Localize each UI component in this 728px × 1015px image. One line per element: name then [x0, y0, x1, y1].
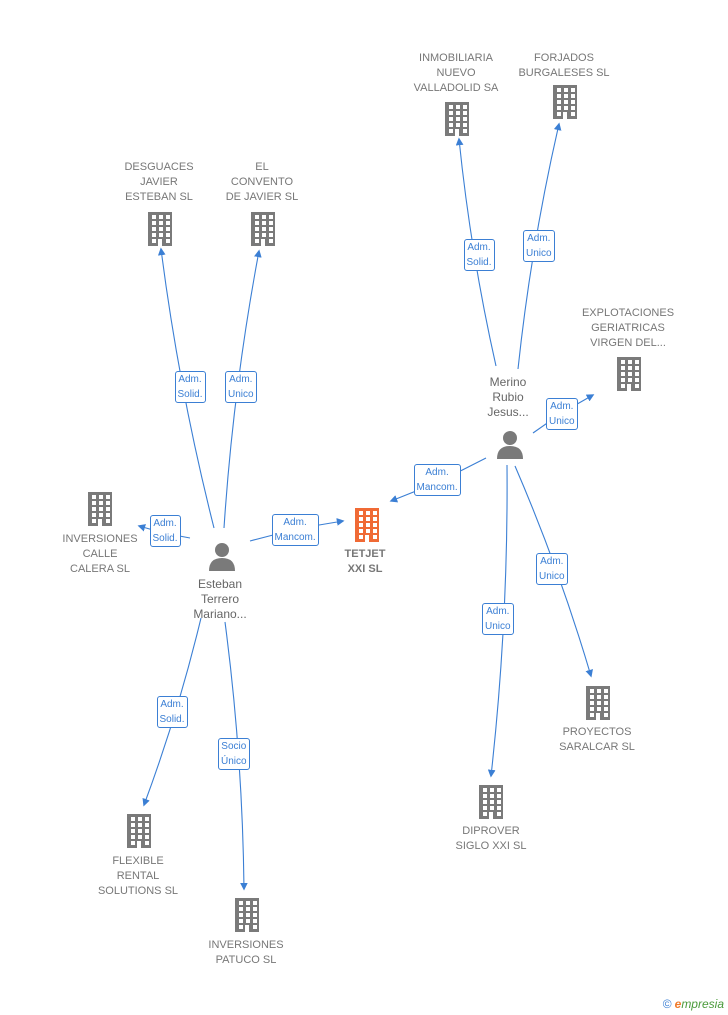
building-icon-inversiones-calle[interactable]: [85, 492, 115, 531]
building-icon-flexible[interactable]: [124, 814, 154, 853]
company-label-convento: EL CONVENTO DE JAVIER SL: [225, 161, 299, 203]
person-label-merino: Merino Rubio Jesus...: [487, 375, 529, 419]
building-icon-convento[interactable]: [248, 212, 278, 251]
building-icon-proyectos[interactable]: [583, 686, 613, 725]
merino-to-forjados-relation-tag[interactable]: Adm. Unico: [523, 230, 555, 262]
company-label-inmobiliaria: INMOBILIARIA NUEVO VALLADOLID SA: [413, 52, 499, 94]
building-icon-patuco[interactable]: [232, 898, 262, 937]
person-icon-merino[interactable]: [495, 429, 525, 464]
company-label-forjados: FORJADOS BURGALESES SL: [518, 52, 610, 79]
merino-to-inmobiliaria-relation-tag[interactable]: Adm. Solid.: [463, 239, 495, 271]
building-icon-explotaciones[interactable]: [614, 357, 644, 396]
merino-to-proyectos-relation-tag[interactable]: Adm. Unico: [536, 553, 568, 585]
company-label-diprover: DIPROVER SIGLO XXI SL: [455, 825, 527, 852]
company-label-flexible: FLEXIBLE RENTAL SOLUTIONS SL: [97, 855, 179, 897]
company-label-patuco: INVERSIONES PATUCO SL: [208, 939, 284, 966]
footer-brand: ©empresia: [663, 997, 724, 1011]
building-icon-tetjet[interactable]: [352, 508, 382, 547]
person-label-esteban: Esteban Terrero Mariano...: [193, 577, 247, 621]
merino-to-diprover-relation-tag[interactable]: Adm. Unico: [482, 603, 514, 635]
merino-to-explotaciones-relation-tag[interactable]: Adm. Unico: [546, 398, 578, 430]
esteban-to-convento-relation-tag[interactable]: Adm. Unico: [225, 371, 257, 403]
esteban-to-flexible-relation-tag[interactable]: Adm. Solid.: [156, 696, 188, 728]
merino-to-tetjet-relation-tag[interactable]: Adm. Mancom.: [413, 464, 461, 496]
company-label-tetjet: TETJET XXI SL: [344, 548, 386, 575]
building-icon-inmobiliaria[interactable]: [442, 102, 472, 141]
company-label-explotaciones: EXPLOTACIONES GERIATRICAS VIRGEN DEL...: [581, 307, 675, 349]
company-label-proyectos: PROYECTOS SARALCAR SL: [559, 726, 635, 753]
building-icon-diprover[interactable]: [476, 785, 506, 824]
esteban-to-desguaces-relation-tag[interactable]: Adm. Solid.: [174, 371, 206, 403]
company-label-desguaces: DESGUACES JAVIER ESTEBAN SL: [124, 161, 194, 203]
esteban-to-patuco-relation-tag[interactable]: Socio Único: [218, 738, 250, 770]
building-icon-forjados[interactable]: [550, 85, 580, 124]
company-label-inversiones-calle: INVERSIONES CALLE CALERA SL: [62, 533, 138, 575]
copyright-symbol: ©: [662, 997, 672, 1011]
brand-initial: e: [674, 997, 682, 1011]
esteban-to-inversiones_calle-relation-tag[interactable]: Adm. Solid.: [149, 515, 181, 547]
brand-name: mpresia: [681, 997, 724, 1011]
person-icon-esteban[interactable]: [207, 541, 237, 576]
esteban-to-tetjet-relation-tag[interactable]: Adm. Mancom.: [271, 514, 319, 546]
building-icon-desguaces[interactable]: [145, 212, 175, 251]
